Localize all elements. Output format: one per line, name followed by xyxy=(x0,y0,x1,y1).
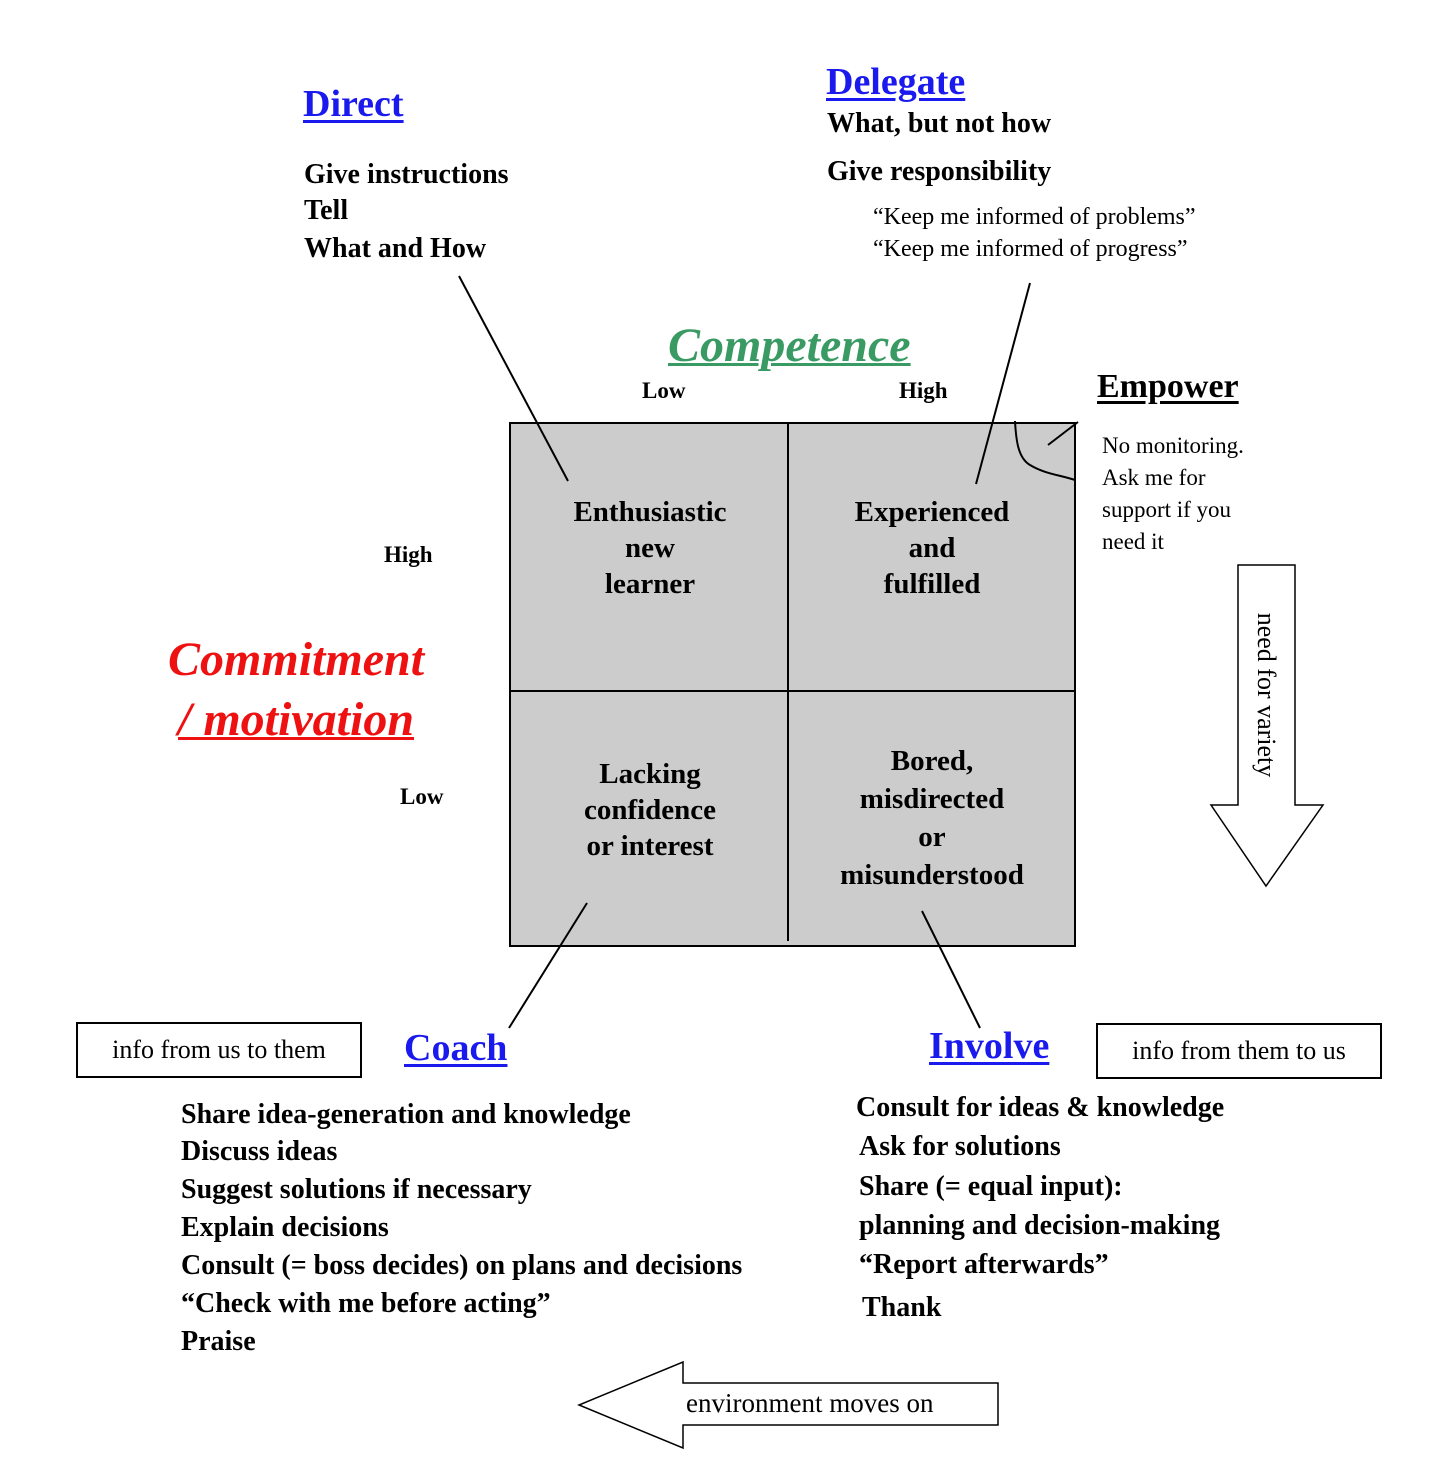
quadrant-text-line: or interest xyxy=(586,830,714,862)
coach-item: “Check with me before acting” xyxy=(181,1288,551,1319)
quadrant-text-line: misdirected xyxy=(859,783,1005,815)
environment-arrow-label: environment moves on xyxy=(686,1388,934,1418)
coach-item: Share idea-generation and knowledge xyxy=(181,1099,631,1130)
involve-item: Share (= equal input): xyxy=(859,1171,1123,1202)
direct-item: Give instructions xyxy=(304,159,509,190)
empower-line: Ask me for xyxy=(1102,465,1206,490)
empower-line: No monitoring. xyxy=(1102,433,1244,458)
involve-item: Thank xyxy=(862,1292,942,1323)
quadrant-grid xyxy=(509,422,1076,947)
direct-connector xyxy=(458,275,569,482)
commitment-axis-title-line2: / motivation xyxy=(178,693,415,746)
coach-heading: Coach xyxy=(404,1027,508,1069)
competence-axis-title: Competence xyxy=(668,319,911,372)
delegate-quote: “Keep me informed of problems” xyxy=(873,204,1196,230)
coach-list: Share idea-generation and knowledge Disc… xyxy=(181,1096,742,1361)
quadrant-text-line: Experienced xyxy=(854,496,1010,528)
quadrant-text-line: learner xyxy=(604,568,696,600)
delegate-connector xyxy=(975,282,1031,485)
direct-heading: Direct xyxy=(303,83,404,125)
competence-low-label: Low xyxy=(642,378,686,403)
delegate-heading: Delegate xyxy=(826,61,966,103)
empower-connector xyxy=(1047,421,1079,446)
quadrant-text-line: fulfilled xyxy=(883,568,981,600)
quadrant-text-line: or xyxy=(918,821,946,853)
involve-item: Ask for solutions xyxy=(859,1131,1061,1162)
environment-left-arrow xyxy=(577,1360,999,1450)
info-them-to-us-box: info from them to us xyxy=(1096,1023,1382,1079)
involve-connector xyxy=(921,910,981,1029)
quadrant-text-line: Bored, xyxy=(890,745,974,777)
quadrant-text-line: and xyxy=(908,532,956,564)
quadrant-lacking-confidence: Lacking confidence or interest xyxy=(512,756,788,864)
coach-item: Discuss ideas xyxy=(181,1136,338,1167)
commitment-axis-title-line1: Commitment xyxy=(168,633,425,686)
delegate-quote: “Keep me informed of progress” xyxy=(873,236,1188,262)
quadrant-text-line: Lacking xyxy=(599,758,701,790)
empower-heading: Empower xyxy=(1097,368,1239,405)
coach-item: Explain decisions xyxy=(181,1212,389,1243)
quadrant-text-line: Enthusiastic xyxy=(573,496,727,528)
involve-heading: Involve xyxy=(929,1025,1050,1067)
delegate-item: Give responsibility xyxy=(827,156,1052,187)
coach-item: Suggest solutions if necessary xyxy=(181,1174,532,1205)
direct-item: Tell xyxy=(304,195,349,226)
quadrant-text-line: confidence xyxy=(583,794,717,826)
involve-item: Consult for ideas & knowledge xyxy=(856,1092,1225,1123)
info-us-to-them-box: info from us to them xyxy=(76,1022,362,1078)
variety-down-arrow xyxy=(1209,564,1325,888)
empower-line: need it xyxy=(1102,529,1164,554)
empower-line: support if you xyxy=(1102,497,1232,522)
info-us-to-them-label: info from us to them xyxy=(112,1035,326,1064)
competence-high-label: High xyxy=(899,378,948,403)
coach-connector xyxy=(508,902,588,1029)
quadrant-text-line: misunderstood xyxy=(840,859,1024,891)
involve-item: “Report afterwards” xyxy=(859,1249,1109,1280)
involve-item: planning and decision-making xyxy=(859,1210,1221,1241)
coach-item: Consult (= boss decides) on plans and de… xyxy=(181,1250,743,1281)
direct-list: Give instructions Tell What and How xyxy=(304,156,509,269)
quadrant-bored-misdirected: Bored, misdirected or misunderstood xyxy=(790,742,1074,894)
delegate-item: What, but not how xyxy=(827,108,1052,139)
involve-list: Consult for ideas & knowledge Ask for so… xyxy=(856,1089,1224,1331)
direct-item: What and How xyxy=(304,233,487,264)
commitment-low-label: Low xyxy=(400,784,444,809)
empower-description: No monitoring. Ask me for support if you… xyxy=(1102,430,1244,558)
commitment-high-label: High xyxy=(384,542,433,567)
variety-arrow-label: need for variety xyxy=(1252,612,1281,778)
quadrant-text-line: new xyxy=(625,532,675,564)
quadrant-experienced-and-fulfilled: Experienced and fulfilled xyxy=(790,494,1074,602)
empower-corner-curve xyxy=(1014,420,1076,481)
quadrant-enthusiastic-new-learner: Enthusiastic new learner xyxy=(512,494,788,602)
coach-item: Praise xyxy=(181,1326,256,1357)
info-them-to-us-label: info from them to us xyxy=(1132,1036,1346,1065)
